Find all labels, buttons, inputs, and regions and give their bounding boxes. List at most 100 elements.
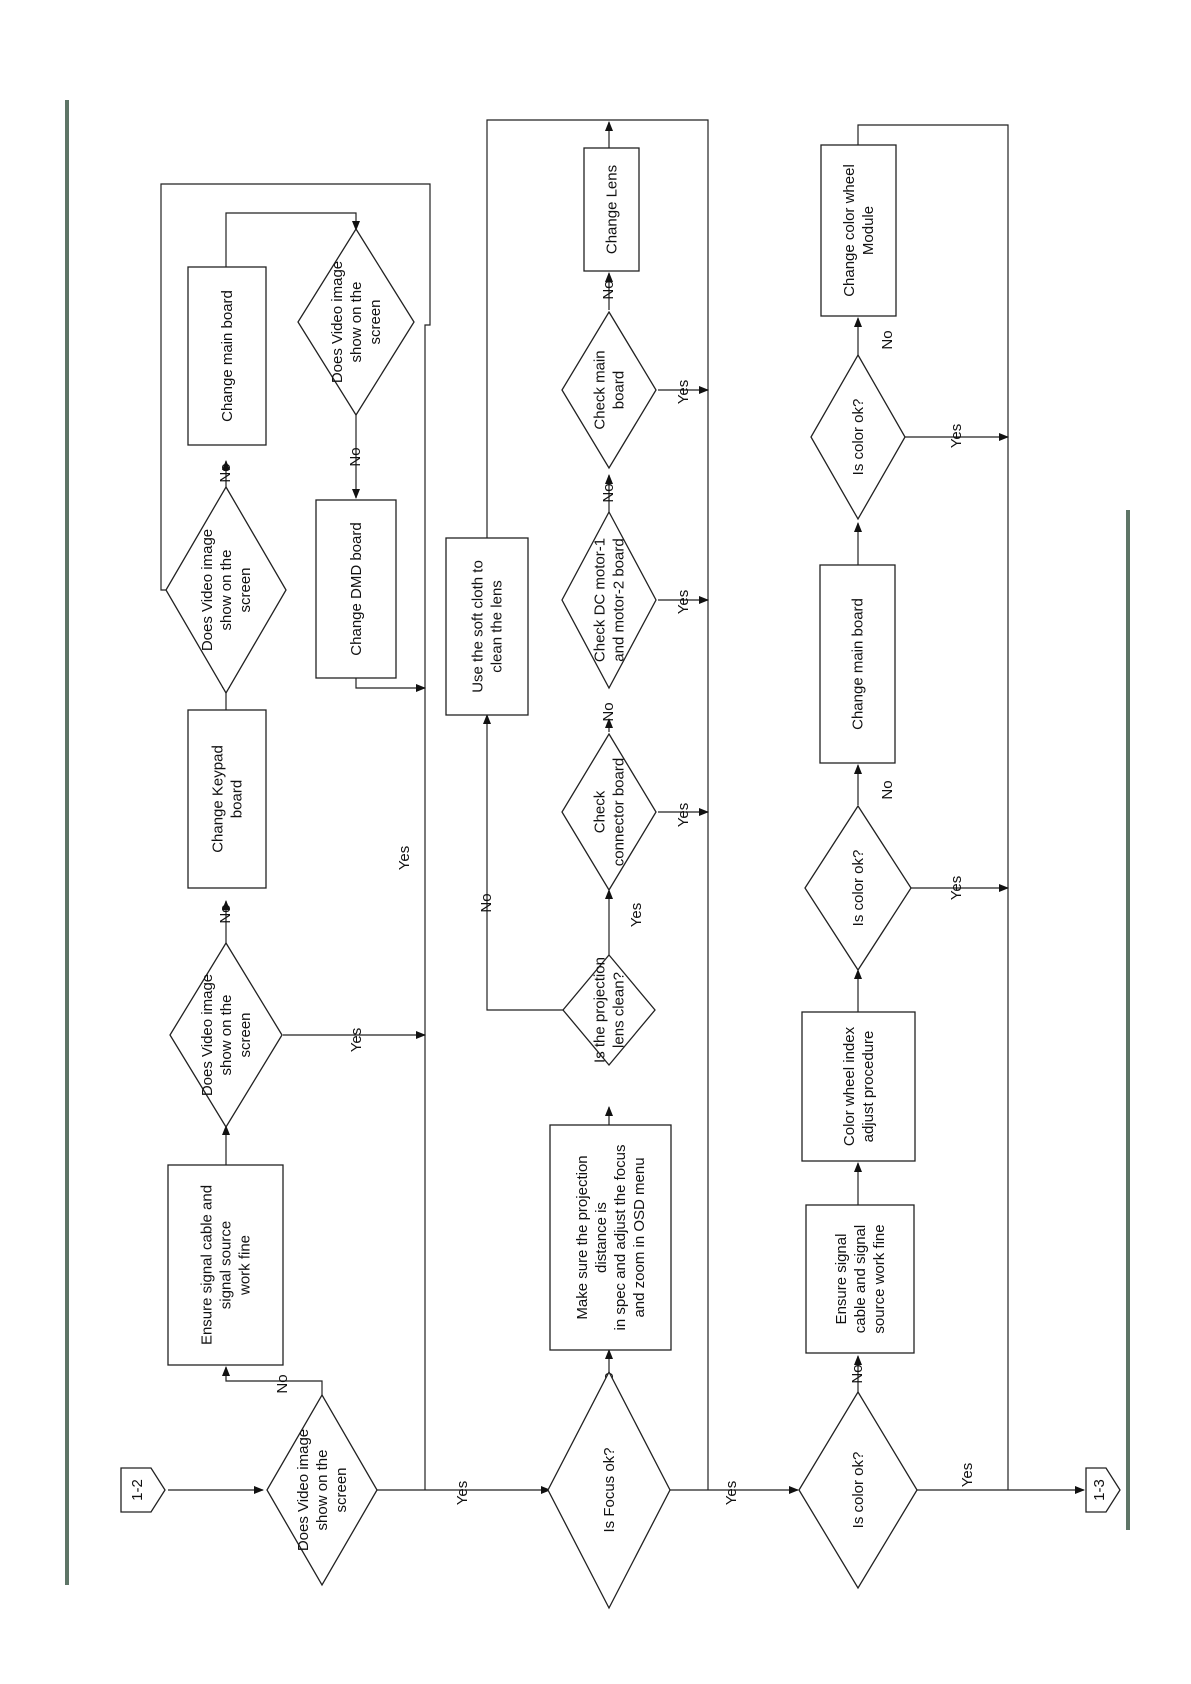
decision-diamond <box>561 732 657 892</box>
node-label-line: clean the lens <box>489 580 506 673</box>
node-label-line: Is the projection <box>592 957 609 1063</box>
node-label-line: adjust procedure <box>860 1031 877 1143</box>
node-label-line: Is color ok? <box>850 399 867 476</box>
node-label: Is Focus ok? <box>601 1447 618 1532</box>
node-label-line: screen <box>333 1467 350 1512</box>
process-box <box>819 564 896 764</box>
node-label-line: Check main <box>592 350 609 429</box>
node-label-line: show on the <box>218 995 235 1076</box>
process-box <box>805 1204 915 1354</box>
edge-label-yes: Yes <box>454 1481 471 1505</box>
node-label: Change main board <box>850 598 867 730</box>
edge-label-yes: Yes <box>675 803 692 827</box>
node-label-line: Change main board <box>219 290 236 422</box>
process-box <box>187 266 267 446</box>
node-label-line: screen <box>237 567 254 612</box>
decision-diamond <box>804 804 912 972</box>
offpage-connector-in-label: 1-2 <box>129 1479 146 1501</box>
node-label-line: source work fine <box>871 1224 888 1333</box>
flow-lines <box>160 119 1085 1494</box>
decision-diamond <box>169 941 283 1129</box>
node-label: Change DMD board <box>348 522 365 655</box>
node-label: Is color ok? <box>850 850 867 927</box>
decision-diamond <box>165 485 287 695</box>
decision-diamond <box>561 310 657 470</box>
process-box <box>445 537 529 716</box>
process-box <box>187 709 267 889</box>
decision-diamond <box>266 1393 378 1587</box>
edge-labels: No Yes No Yes No No Yes No No Yes Yes No… <box>217 280 976 1505</box>
decision-d-focus: Is Focus ok? <box>547 1370 671 1610</box>
edge-label-yes: Yes <box>348 1028 365 1052</box>
node-label-line: board <box>611 371 628 409</box>
node-label-line: in spec and adjust the focus <box>612 1145 629 1331</box>
node-label-line: show on the <box>314 1450 331 1531</box>
node-label-line: screen <box>237 1012 254 1057</box>
decision-diamond <box>297 227 415 417</box>
edge-label-no: No <box>217 463 234 482</box>
offpage-connector-out-label: 1-3 <box>1091 1479 1108 1501</box>
edge-label-no: No <box>600 702 617 721</box>
edge-label-yes: Yes <box>948 424 965 448</box>
node-label-line: Check <box>592 790 609 833</box>
node-label-line: and motor-2 board <box>611 538 628 661</box>
node-label-line: Make sure the projection <box>574 1155 591 1319</box>
node-label-line: Does Video image <box>329 261 346 383</box>
node-label-line: Use the soft cloth to <box>470 560 487 693</box>
edge-label-yes: Yes <box>396 846 413 870</box>
node-label-line: Change DMD board <box>348 522 365 655</box>
edge-label-yes: Yes <box>723 1481 740 1505</box>
edge-label-no: No <box>478 893 495 912</box>
offpage-connector-in: 1-2 <box>120 1467 166 1513</box>
node-label: Change Lens <box>604 165 621 254</box>
node-label-line: Does Video image <box>199 529 216 651</box>
edge-label-no: No <box>600 483 617 502</box>
process-p-main1: Change main board <box>187 266 267 446</box>
process-box <box>315 499 397 679</box>
node-label-line: Change Lens <box>604 165 621 254</box>
decision-diamond <box>562 953 656 1067</box>
decision-d-color2: Is color ok? <box>804 804 912 972</box>
edge-label-no: No <box>217 904 234 923</box>
decision-d-color1: Is color ok? <box>798 1390 918 1590</box>
node-label-line: Is color ok? <box>850 850 867 927</box>
node-label-line: screen <box>367 299 384 344</box>
node-label: Change main board <box>219 290 236 422</box>
node-label-line: Color wheel index <box>841 1026 858 1146</box>
decision-d-color3: Is color ok? <box>810 353 906 521</box>
edge-label-no: No <box>879 330 896 349</box>
node-label-line: Ensure signal cable and <box>199 1185 216 1345</box>
decision-diamond <box>798 1390 918 1590</box>
node-label-line: Check DC motor-1 <box>592 538 609 662</box>
node-label-line: work fine <box>237 1235 254 1296</box>
process-p-main2: Change main board <box>819 564 896 764</box>
process-box <box>549 1124 672 1351</box>
node-label-line: Does Video image <box>199 974 216 1096</box>
node-label-line: board <box>229 780 246 818</box>
node-label-line: signal source <box>218 1221 235 1309</box>
decision-diamond <box>810 353 906 521</box>
edge-label-yes: Yes <box>959 1463 976 1487</box>
